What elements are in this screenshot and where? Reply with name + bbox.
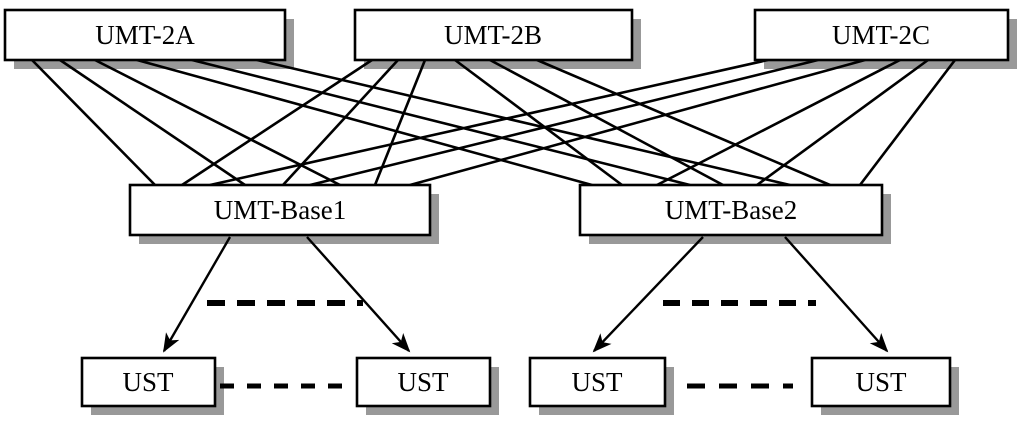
link-umt2c-base1-3 [409, 58, 866, 187]
top-to-base-mesh [31, 58, 957, 187]
link-umt2b-base1-1 [181, 58, 373, 187]
label-umt-2a: UMT-2A [95, 20, 195, 50]
label-ust-2: UST [397, 367, 449, 397]
arrow-base2-ust4 [784, 236, 889, 353]
label-umt-base1: UMT-Base1 [214, 195, 347, 225]
node-umt-2b [353, 8, 634, 62]
node-ust-2 [355, 356, 492, 408]
node-ust-4 [810, 356, 952, 408]
link-umt2c-base1-2 [309, 58, 819, 187]
link-umt2c-base1-1 [209, 58, 769, 187]
node-umt-2c [753, 8, 1010, 62]
link-umt2c-base2-1 [656, 58, 901, 187]
node-umt-base1 [128, 183, 432, 237]
label-umt-base2: UMT-Base2 [665, 195, 798, 225]
link-umt2a-base1-1 [31, 59, 156, 186]
label-ust-1: UST [122, 367, 174, 397]
node-labels: UMT-2A UMT-2B UMT-2C UMT-Base1 UMT-Base2… [95, 20, 930, 397]
arrow-base1-ust1 [162, 236, 232, 353]
link-umt2a-base2-1 [136, 58, 593, 187]
link-umt2c-base2-3 [858, 59, 957, 186]
base-to-ust-arrows [162, 236, 889, 353]
label-umt-2b: UMT-2B [444, 20, 542, 50]
node-umt-base2 [578, 183, 884, 237]
node-boxes [3, 8, 1010, 408]
ellipsis-dashed-lines [207, 300, 816, 389]
label-ust-3: UST [571, 367, 623, 397]
link-umt2b-base1-3 [373, 59, 427, 186]
arrow-base1-ust2 [306, 236, 411, 353]
node-umt-2a [3, 8, 287, 62]
link-umt2a-base2-2 [191, 58, 691, 187]
label-umt-2c: UMT-2C [832, 20, 930, 50]
node-ust-3 [528, 356, 667, 408]
link-umt2b-base2-3 [536, 58, 831, 187]
label-ust-4: UST [855, 367, 907, 397]
link-umt2b-base2-1 [454, 58, 623, 187]
node-ust-1 [80, 356, 217, 408]
link-umt2b-base2-2 [489, 58, 724, 187]
arrow-base2-ust3 [592, 236, 704, 353]
link-umt2a-base2-3 [256, 58, 791, 187]
link-umt2c-base2-2 [756, 58, 929, 187]
